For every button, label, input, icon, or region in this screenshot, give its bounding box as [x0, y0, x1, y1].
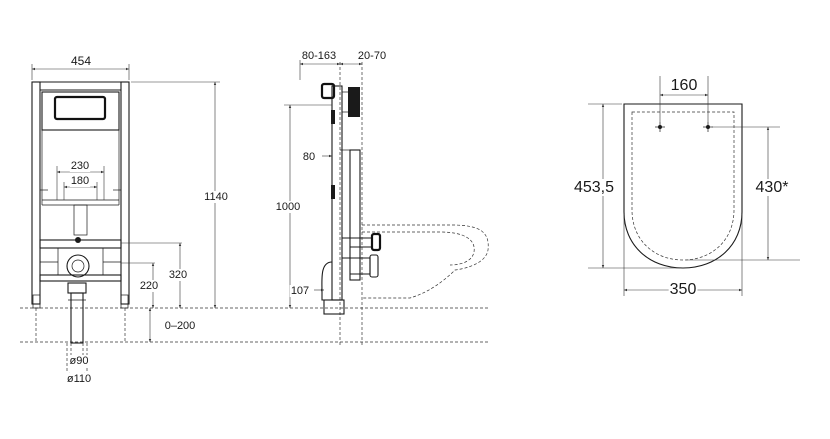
label-backing [356, 50, 388, 62]
frame-width-label: 454 [71, 54, 91, 68]
front-view: 230 180 ø90 ø110 [20, 54, 488, 385]
drain-height-label: 220 [140, 280, 158, 292]
label-backing [301, 151, 317, 163]
label-backing [69, 175, 91, 187]
pipe-outer-label: ø110 [67, 373, 91, 385]
wc-pan-outline [362, 224, 489, 299]
frame-height-dimension: 1000 [274, 104, 332, 308]
outlet-height-dimension: 107 [289, 285, 324, 297]
depth-range-label: 80-163 [302, 50, 336, 62]
cistern [40, 91, 121, 236]
label-backing [69, 160, 91, 172]
top-dimensions: 80-163 20-70 [299, 50, 388, 80]
label-backing [138, 280, 160, 292]
outlet-height-label: 107 [291, 285, 309, 297]
offset-range-label: 20-70 [358, 50, 386, 62]
label-backing [69, 54, 93, 68]
bracket-inner-label: 180 [71, 175, 89, 187]
label-backing [65, 373, 93, 385]
seat-width-dimension: 350 [623, 214, 743, 298]
pipe-dimensions: ø90 ø110 [65, 355, 93, 385]
label-backing [203, 191, 229, 203]
pan-fix-dimension: 80 [301, 151, 332, 163]
seat-length-dimension: 453,5 [572, 103, 680, 269]
label-backing [68, 355, 90, 367]
fixing-length-dimension: 430* [686, 126, 800, 261]
seat-view: 160 453,5 430* 350 [572, 76, 800, 298]
frame-height-label: 1140 [204, 191, 228, 203]
bracket-outer-label: 230 [71, 160, 89, 172]
hole-spacing-label: 160 [671, 77, 698, 94]
inlet-height-label: 320 [169, 269, 187, 281]
pipe-inner-label: ø90 [70, 355, 89, 367]
floor-range-label: 0–200 [165, 320, 196, 332]
drain-height-dimensions: 320 220 [121, 242, 189, 308]
seat-outline [623, 103, 743, 269]
floor-range-dimension: 0–200 [148, 308, 197, 342]
hole-spacing-dimension: 160 [659, 76, 709, 122]
drain-assembly [39, 237, 122, 377]
side-frame-height-label: 1000 [276, 201, 300, 213]
side-view: 80-163 20-70 80 [274, 50, 489, 345]
label-backing [300, 50, 338, 62]
frame-outline [31, 81, 130, 342]
pan-fix-label: 80 [303, 151, 315, 163]
width-dimension: 454 [31, 54, 130, 80]
label-backing [754, 179, 790, 196]
label-backing [167, 269, 189, 281]
seat-width-label: 350 [670, 281, 697, 298]
height-dimension: 1140 [131, 81, 229, 308]
bracket-dimensions: 230 180 [56, 160, 105, 200]
label-backing [668, 281, 698, 298]
label-backing [572, 179, 616, 196]
seat-inner-outline [631, 111, 735, 261]
label-backing [289, 285, 311, 297]
seat-length-label: 453,5 [574, 179, 614, 196]
frame-profile [320, 82, 382, 315]
label-backing [669, 77, 699, 94]
fixing-length-label: 430* [756, 179, 789, 196]
label-backing [163, 320, 197, 332]
label-backing [274, 201, 302, 213]
